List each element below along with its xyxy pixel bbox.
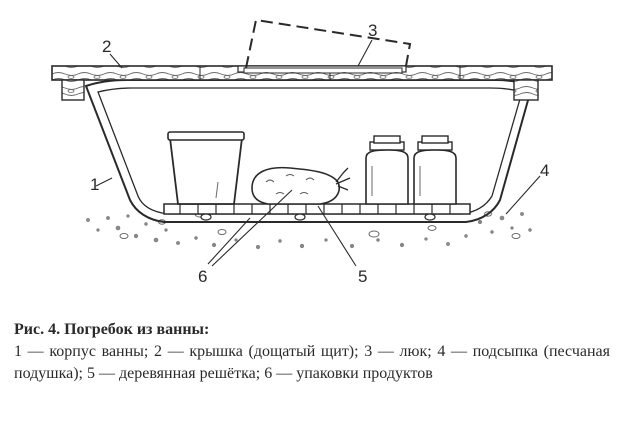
leader-line-3 (357, 39, 373, 67)
right-support-beam (513, 79, 539, 101)
leader-lines (95, 39, 541, 267)
sack-tie (335, 167, 351, 191)
sand-pebbles (119, 210, 521, 239)
callout-5: 5 (358, 267, 367, 286)
produce-sack (251, 166, 340, 205)
leader-line-2 (109, 53, 123, 69)
callout-3: 3 (368, 21, 377, 40)
callout-4: 4 (540, 161, 549, 180)
caption-legend: 1 — корпус ванны; 2 — крышка (дощатый щи… (14, 343, 610, 382)
bucket (168, 137, 244, 205)
bucket-rim (167, 131, 245, 141)
leader-line-4 (505, 175, 541, 215)
leader-line-6a (207, 217, 251, 265)
callout-2: 2 (102, 37, 111, 56)
jar-right (413, 135, 457, 205)
hatch-open-position (245, 18, 412, 69)
leader-line-6b (211, 189, 293, 267)
leader-line-5 (317, 205, 357, 267)
left-support-beam (61, 79, 85, 101)
bucket-shading (215, 181, 219, 199)
sack-texture (265, 174, 315, 195)
wooden-grate (163, 203, 471, 215)
sand-fill (86, 212, 532, 250)
jar-left (365, 135, 409, 205)
cellar-bathtub-diagram: 1 2 3 4 5 6 (51, 18, 553, 286)
bathtub-inner-wall (97, 87, 523, 215)
grate-feet (200, 213, 436, 221)
callout-1: 1 (90, 175, 99, 194)
figure-caption: Рис. 4. Погребок из ванны: 1 — корпус ва… (14, 319, 610, 385)
grate-slats (179, 204, 451, 214)
leader-line-1 (95, 177, 113, 187)
callout-6: 6 (198, 267, 207, 286)
caption-title: Рис. 4. Погребок из ванны: (14, 321, 210, 338)
hatch-cover (243, 67, 403, 74)
